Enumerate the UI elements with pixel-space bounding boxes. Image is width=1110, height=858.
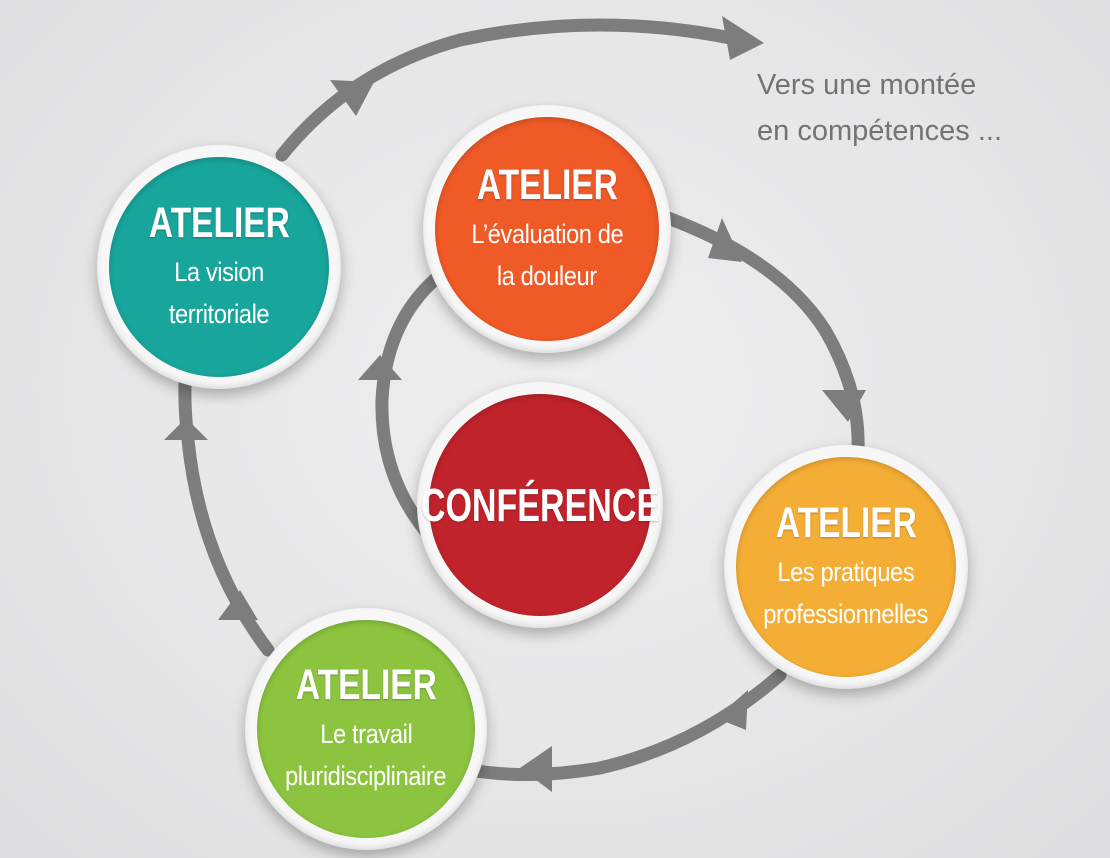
node-subtitle-line-1: L’évaluation de (471, 219, 623, 249)
arc-travail-to-vision (178, 361, 275, 657)
node-subtitle-line-2: professionnelles (763, 599, 929, 629)
node-title: ATELIER (148, 199, 290, 247)
arrow-head-icon (716, 690, 748, 730)
node-title: ATELIER (295, 661, 437, 709)
arrow-head-icon (358, 355, 402, 380)
caption-line-2: en compétences ... (757, 115, 1003, 147)
caption: Vers une montée en compétences ... (757, 62, 1077, 154)
node-disc: ATELIER La vision territoriale (109, 157, 329, 377)
node-title: ATELIER (476, 161, 618, 209)
node-subtitle-line-1: La vision (174, 257, 264, 287)
node-disc: ATELIER Les pratiques professionnelles (736, 457, 956, 677)
arrow-head-icon (708, 218, 742, 262)
node-conference: CONFÉRENCE (417, 382, 663, 628)
node-subtitle-line-1: Les pratiques (777, 557, 915, 587)
caption-line-1: Vers une montée (757, 69, 977, 101)
node-title: ATELIER (775, 499, 917, 547)
node-disc: CONFÉRENCE (421, 394, 659, 616)
arrow-head-icon (330, 80, 374, 116)
arrow-head-icon (164, 418, 208, 440)
arc-douleur-to-pratiques (661, 211, 865, 457)
node-subtitle-line-2: territoriale (168, 299, 270, 329)
node-disc: ATELIER Le travail pluridisciplinaire (257, 620, 475, 838)
node-disc: ATELIER L’évaluation de la douleur (435, 117, 659, 341)
node-subtitle-line-2: la douleur (497, 261, 597, 291)
arc-vision-to-caption (275, 18, 747, 162)
arrow-head-icon (722, 16, 764, 60)
arrow-head-icon (520, 746, 552, 792)
node-travail-pluridisciplinaire: ATELIER Le travail pluridisciplinaire (245, 608, 487, 850)
node-vision-territoriale: ATELIER La vision territoriale (97, 145, 341, 389)
node-subtitle-line-1: Le travail (319, 719, 413, 749)
arc-conference-to-douleur (375, 268, 447, 547)
node-evaluation-douleur: ATELIER L’évaluation de la douleur (423, 105, 671, 353)
node-title: CONFÉRENCE (420, 479, 660, 531)
node-pratiques-professionnelles: ATELIER Les pratiques professionnelles (724, 445, 968, 689)
arrow-head-icon (218, 590, 258, 620)
node-subtitle-line-2: pluridisciplinaire (285, 761, 447, 791)
arrow-head-icon (822, 390, 866, 422)
